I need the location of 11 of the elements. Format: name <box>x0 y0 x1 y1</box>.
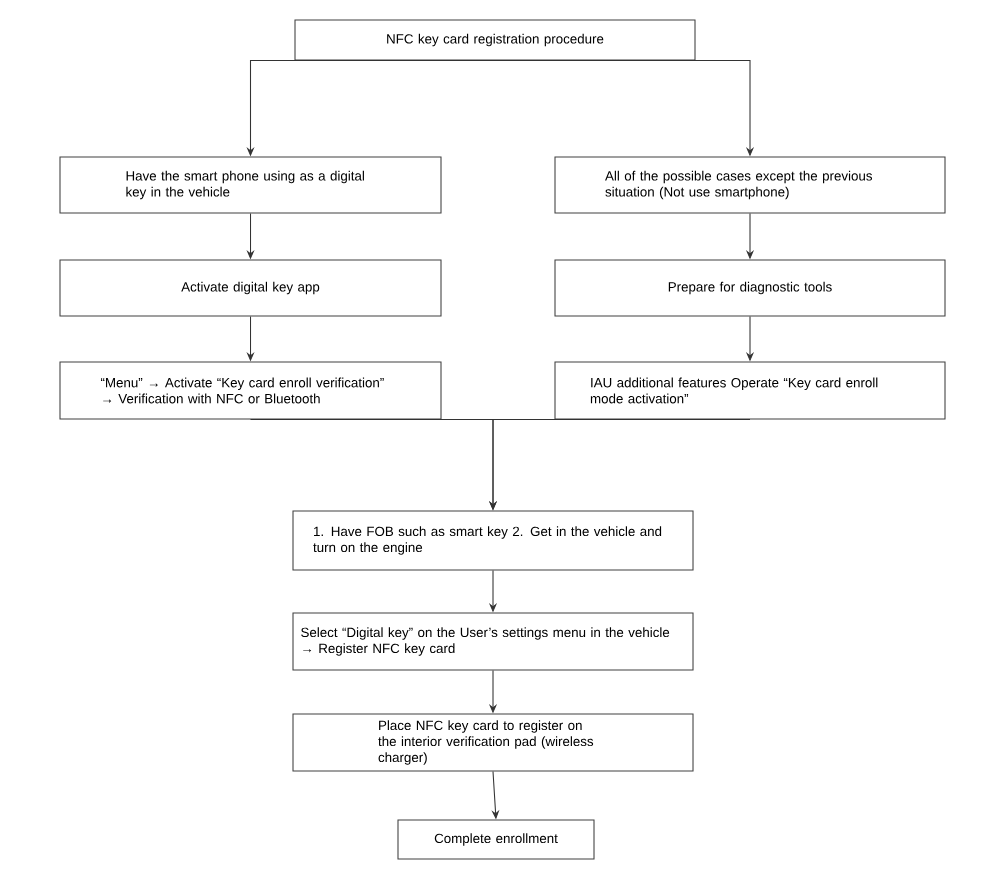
process-box: Activate digital key app <box>59 259 442 317</box>
process-box: All of the possible cases except the previous situation (Not use smartphone) <box>554 156 946 214</box>
process-box: Prepare for diagnostic tools <box>554 259 946 317</box>
process-box: Have the smart phone using as a digital key in the vehicle <box>59 156 442 214</box>
process-box: 1. Have FOB such as smart key 2. Get in the vehicle and turn on the engine <box>292 510 694 571</box>
process-box: Select “Digital key” on the User’s settings menu in the vehicle → Register NFC key card <box>292 612 694 671</box>
process-box: Complete enrollment <box>397 819 595 860</box>
process-box: Place NFC key card to register on the interior verification pad (wireless charger) <box>292 713 694 772</box>
process-box: “Menu” → Activate “Key card enroll verification” → Verification with NFC or Bluetooth <box>59 361 442 420</box>
process-box: IAU additional features Operate “Key card enroll mode activation” <box>554 361 946 420</box>
process-box: NFC key card registration procedure <box>294 19 696 61</box>
